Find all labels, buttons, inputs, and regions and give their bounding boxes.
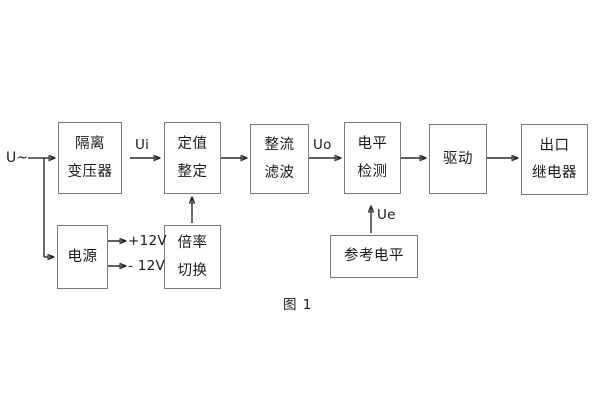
block-isolation-transformer-line1: 隔离 — [75, 136, 105, 152]
block-rectify-filter[interactable]: 整流 滤波 — [250, 124, 309, 194]
block-setting-adjust-line1: 定值 — [177, 136, 208, 152]
block-level-detection-line2: 检测 — [357, 163, 388, 180]
block-power-supply-line1: 电源 — [67, 248, 98, 265]
block-driver-line1: 驱动 — [443, 150, 473, 167]
block-output-relay-line1: 出口 — [539, 137, 570, 154]
input-voltage-label: U~ — [6, 150, 28, 166]
block-ratio-switch-line1: 倍率 — [177, 235, 208, 251]
block-output-relay[interactable]: 出口 继电器 — [521, 124, 588, 195]
block-reference-level-line1: 参考电平 — [344, 248, 404, 265]
block-reference-level[interactable]: 参考电平 — [330, 235, 418, 278]
block-ratio-switch[interactable]: 倍率 切换 — [164, 225, 221, 289]
signal-label-ui: Ui — [135, 137, 150, 153]
block-setting-adjust[interactable]: 定值 整定 — [164, 122, 221, 194]
block-level-detection[interactable]: 电平 检测 — [344, 122, 401, 194]
block-isolation-transformer-line2: 变压器 — [67, 163, 113, 180]
block-ratio-switch-line2: 切换 — [177, 262, 208, 279]
block-level-detection-line1: 电平 — [357, 136, 388, 152]
block-rectify-filter-line1: 整流 — [264, 137, 295, 153]
block-setting-adjust-line2: 整定 — [177, 163, 208, 180]
block-driver[interactable]: 驱动 — [429, 124, 487, 194]
block-isolation-transformer[interactable]: 隔离 变压器 — [58, 122, 122, 194]
signal-label-positive-12v: +12V — [128, 233, 167, 249]
figure-caption: 图 1 — [283, 297, 313, 313]
block-power-supply[interactable]: 电源 — [57, 225, 108, 289]
signal-label-uo: Uo — [313, 137, 332, 153]
signal-label-ue: Ue — [377, 207, 396, 223]
block-output-relay-line2: 继电器 — [532, 165, 577, 181]
block-rectify-filter-line2: 滤波 — [264, 164, 295, 181]
signal-label-negative-12v: - 12V — [128, 258, 166, 274]
